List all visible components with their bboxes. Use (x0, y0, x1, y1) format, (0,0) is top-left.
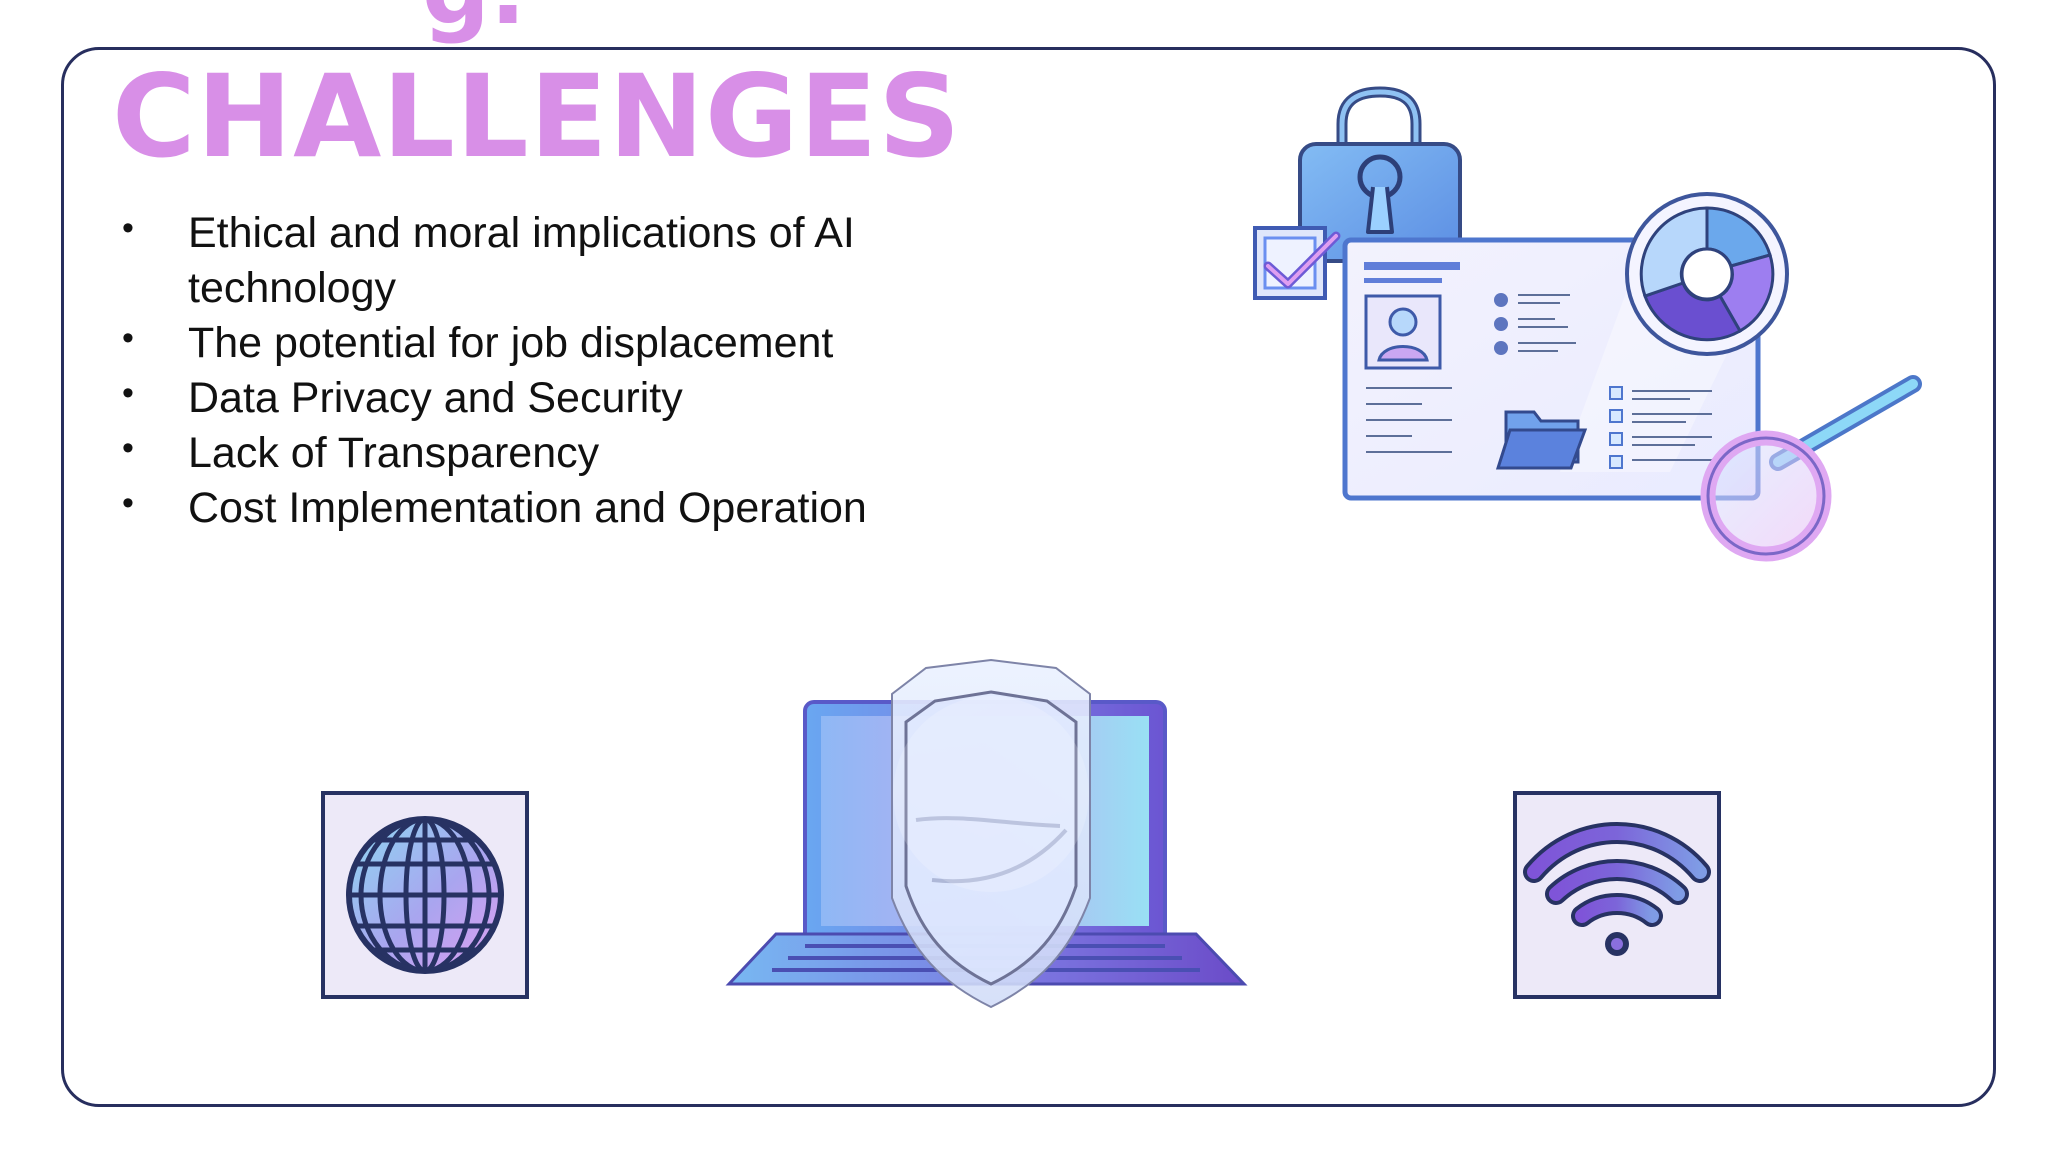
magnifier-icon (1700, 375, 1922, 562)
laptop-shield-illustration (725, 658, 1248, 1009)
folder-icon (1495, 410, 1588, 470)
bullet-item: The potential for job displacement (112, 311, 972, 371)
slide-title: CHALLENGES (112, 50, 962, 183)
bullet-item: Lack of Transparency (112, 421, 972, 481)
heading-fragment: g. (422, 0, 526, 39)
globe-icon (321, 791, 529, 999)
padlock-icon (1298, 86, 1462, 263)
detail-list-icon (1494, 293, 1576, 355)
slide-frame (61, 47, 1996, 1107)
security-dashboard-illustration (1253, 86, 1922, 562)
donut-chart-icon (1625, 192, 1789, 356)
bullet-item: Ethical and moral implications of AI tec… (112, 201, 972, 316)
checkbox-icon (1253, 226, 1341, 300)
shield-icon (891, 658, 1091, 1009)
challenge-bullet-list: Ethical and moral implications of AI tec… (112, 201, 972, 536)
checklist-icon (1609, 386, 1712, 469)
bullet-item: Data Privacy and Security (112, 366, 972, 426)
profile-card-icon (1364, 294, 1452, 453)
bullet-item: Cost Implementation and Operation (112, 476, 972, 536)
wifi-icon (1513, 791, 1721, 999)
